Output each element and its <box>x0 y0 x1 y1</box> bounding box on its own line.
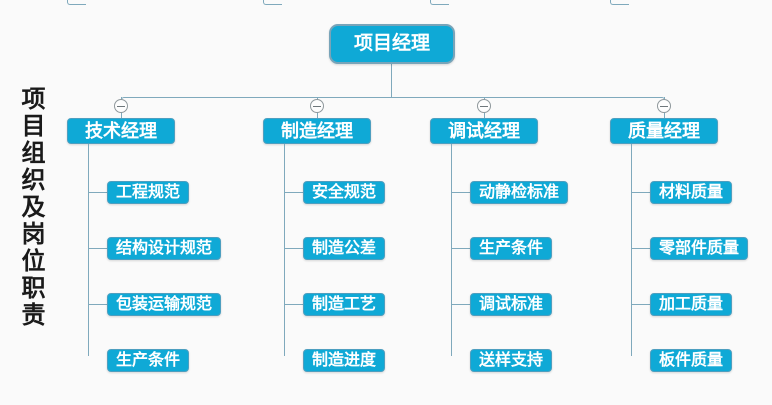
child-node[interactable]: 板件质量 <box>650 349 733 372</box>
child-node[interactable]: 制造进度 <box>303 349 386 372</box>
chart-title: 项目组织及岗位职责 <box>17 86 44 329</box>
connector-stub <box>284 248 303 249</box>
branch-column-manufacturing: 制造经理 安全规范 制造公差 制造工艺 制造进度 <box>263 0 493 405</box>
minus-line <box>117 105 125 107</box>
child-node[interactable]: 制造工艺 <box>303 293 386 316</box>
connector-stub-elbow <box>430 0 449 5</box>
connector-stub <box>631 192 650 193</box>
child-node[interactable]: 结构设计规范 <box>107 237 222 260</box>
child-node[interactable]: 材料质量 <box>650 181 733 204</box>
connector-stub <box>631 248 650 249</box>
child-node[interactable]: 动静检标准 <box>470 181 569 204</box>
branch-node-quality[interactable]: 质量经理 <box>610 118 718 144</box>
child-node[interactable]: 送样支持 <box>470 349 553 372</box>
branch-node-commissioning[interactable]: 调试经理 <box>430 118 538 144</box>
branch-column-technical: 技术经理 工程规范 结构设计规范 包装运输规范 生产条件 <box>67 0 297 405</box>
collapse-minus-icon[interactable] <box>114 99 128 113</box>
connector-stub-elbow <box>610 0 629 5</box>
child-node[interactable]: 零部件质量 <box>650 237 749 260</box>
minus-line <box>480 105 488 107</box>
connector-stub-elbow <box>263 0 282 5</box>
branch-column-commissioning: 调试经理 动静检标准 生产条件 调试标准 送样支持 <box>430 0 660 405</box>
branch-node-technical[interactable]: 技术经理 <box>67 118 175 144</box>
connector-stub <box>451 248 470 249</box>
connector-stub <box>284 192 303 193</box>
child-node[interactable]: 调试标准 <box>470 293 553 316</box>
connector-trunk <box>631 144 632 356</box>
connector-trunk <box>451 144 452 356</box>
child-node[interactable]: 安全规范 <box>303 181 386 204</box>
child-node[interactable]: 包装运输规范 <box>107 293 222 316</box>
connector-trunk <box>284 144 285 356</box>
minus-line <box>660 105 668 107</box>
connector-trunk <box>88 144 89 356</box>
branch-node-manufacturing[interactable]: 制造经理 <box>263 118 371 144</box>
child-node[interactable]: 制造公差 <box>303 237 386 260</box>
connector-stub <box>631 304 650 305</box>
child-node[interactable]: 加工质量 <box>650 293 733 316</box>
connector-stub-elbow <box>67 0 86 5</box>
connector-root-stem <box>391 63 392 97</box>
minus-line <box>313 105 321 107</box>
collapse-minus-icon[interactable] <box>657 99 671 113</box>
child-node[interactable]: 工程规范 <box>107 181 190 204</box>
connector-stub <box>284 304 303 305</box>
connector-stub <box>451 192 470 193</box>
child-node[interactable]: 生产条件 <box>470 237 553 260</box>
connector-stub <box>451 304 470 305</box>
collapse-minus-icon[interactable] <box>477 99 491 113</box>
collapse-minus-icon[interactable] <box>310 99 324 113</box>
connector-stub <box>88 192 107 193</box>
connector-stub <box>88 248 107 249</box>
branch-column-quality: 质量经理 材料质量 零部件质量 加工质量 板件质量 <box>610 0 772 405</box>
root-node[interactable]: 项目经理 <box>329 24 455 64</box>
child-node[interactable]: 生产条件 <box>107 349 190 372</box>
connector-stub <box>88 304 107 305</box>
